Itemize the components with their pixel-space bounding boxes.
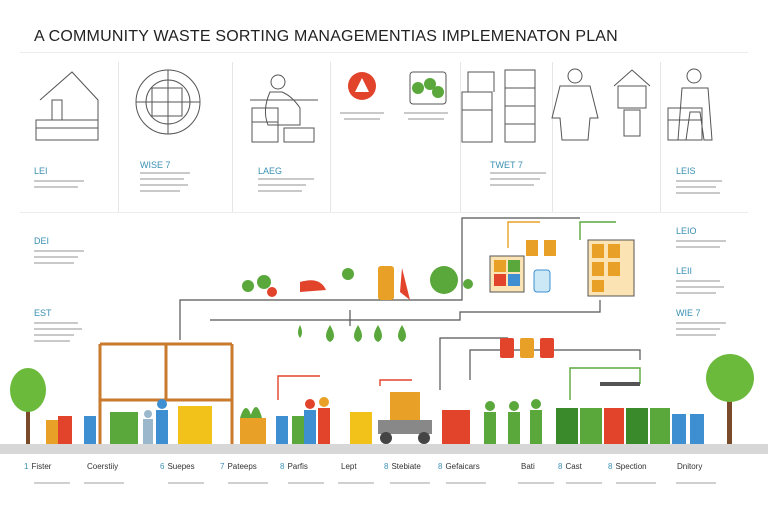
storage-cabinets-icon [461,69,536,143]
ground-strip [0,444,768,454]
grid-divider [118,62,119,212]
side-label-right-3: WIE 7 [676,308,701,318]
waste-bins [46,406,704,444]
colored-flow-lines [277,221,641,400]
legend-item: Dnitory [677,462,703,471]
side-label-left-2: EST [34,308,52,318]
grid-divider [660,62,661,212]
packaging-crates [489,239,635,358]
side-label-left-1: DEI [34,236,50,246]
legend-item: Coerstiiy [87,462,119,471]
header-rule [20,52,748,53]
organic-waste-items [242,266,473,300]
side-label-right-1: LEIO [676,226,697,236]
stage-label-3: LAEG [258,166,283,176]
side-label-right-2: LEII [676,266,693,276]
residents-figures [143,397,542,444]
hazard-badge-icon [340,72,384,120]
grid-divider [460,62,461,212]
stage-label-1: LEI [34,166,48,176]
collection-cart [378,392,432,444]
plant-pots [240,382,640,418]
worker-sorting-icon [251,74,315,143]
legend-item: Bati [521,462,535,471]
grid-divider [330,62,331,212]
sorting-wheel-icon [135,69,201,135]
compost-drops [298,325,406,342]
top-text-lines [34,172,726,342]
section-rule [20,212,748,213]
tree-left [10,368,46,444]
grid-divider [232,62,233,212]
grid-divider [552,62,553,212]
flow-lines [179,217,641,390]
tree-right [706,354,754,444]
stage-label-5: LEIS [676,166,696,176]
legend-lines [34,482,716,484]
shelf-house-icon [35,71,99,141]
legend-item: Lept [341,462,357,471]
worker-uniform-icon [551,68,599,141]
office-person-icon [667,68,713,141]
stage-label-2: WISE 7 [140,160,171,170]
page-title: A COMMUNITY WASTE SORTING MANAGEMENTIAS … [34,28,618,45]
stage-label-4: TWET 7 [490,160,523,170]
home-signs-icon [613,69,651,137]
collection-shed [98,342,234,444]
compost-bins-icon [404,71,448,120]
